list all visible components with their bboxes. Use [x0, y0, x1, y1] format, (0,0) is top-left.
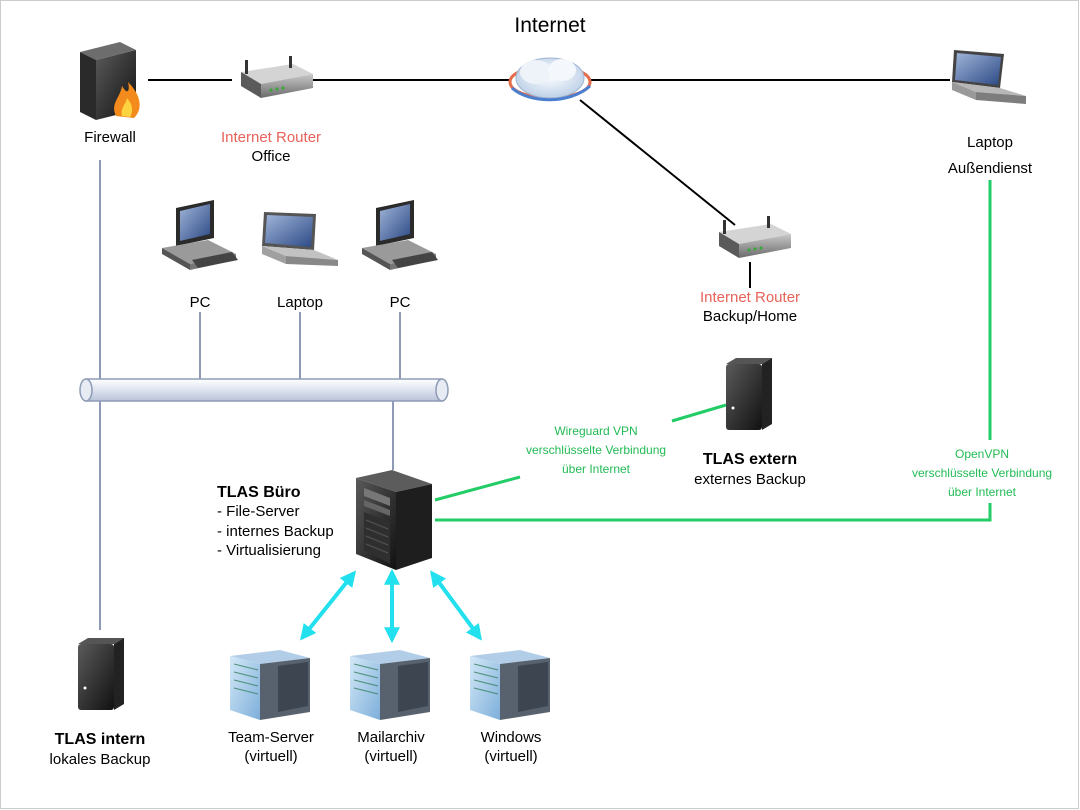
- virtual-links: [300, 568, 482, 644]
- laptop-field-sublabel: Außendienst: [948, 160, 1033, 177]
- laptop-field-label: Laptop: [967, 134, 1013, 151]
- tower-server-icon: [356, 470, 432, 570]
- router-office-label: Internet Router: [221, 129, 321, 146]
- cloud-icon: [508, 57, 592, 102]
- firewall-label: Firewall: [84, 129, 136, 146]
- nas-icon: [78, 638, 124, 710]
- pc2-label: PC: [390, 294, 411, 311]
- arrow-server-windows: [430, 570, 482, 641]
- router-icon: [241, 56, 313, 98]
- router-home-sublabel: Backup/Home: [703, 308, 797, 325]
- lan-backbone: [79, 378, 449, 402]
- vm-windows-label: Windows: [481, 729, 542, 746]
- openvpn-label-1: OpenVPN: [955, 447, 1009, 461]
- router-home-label: Internet Router: [700, 289, 800, 306]
- tlas-buero-line-3: - Virtualisierung: [217, 542, 321, 559]
- internet-title: Internet: [514, 14, 585, 37]
- lan-links: [99, 160, 401, 630]
- virtual-machine-icon: [470, 650, 550, 720]
- link-internet-homerouter: [579, 99, 736, 226]
- nas-icon: [726, 358, 772, 430]
- laptop-icon: [952, 50, 1026, 104]
- vm-mail-sublabel: (virtuell): [364, 748, 417, 765]
- vm-team-sublabel: (virtuell): [244, 748, 297, 765]
- tlas-intern-title: TLAS intern: [55, 731, 146, 748]
- laptop-office-label: Laptop: [277, 294, 323, 311]
- arrow-server-team: [300, 570, 356, 641]
- wireguard-link-a: [434, 475, 521, 502]
- tlas-buero-line-2: - internes Backup: [217, 523, 334, 540]
- vm-team-label: Team-Server: [228, 729, 314, 746]
- vm-windows-sublabel: (virtuell): [484, 748, 537, 765]
- openvpn-link-a: [435, 503, 992, 522]
- tlas-intern-subtitle: lokales Backup: [50, 751, 151, 768]
- vpn-links: [434, 180, 992, 522]
- laptop-icon: [262, 212, 338, 266]
- pc1-label: PC: [190, 294, 211, 311]
- vm-mail-label: Mailarchiv: [357, 729, 425, 746]
- desktop-pc-icon: [362, 200, 438, 270]
- tlas-buero-line-1: - File-Server: [217, 503, 300, 520]
- openvpn-label-3: über Internet: [948, 485, 1017, 499]
- openvpn-label-2: verschlüsselte Verbindung: [912, 466, 1052, 480]
- virtual-machine-icon: [230, 650, 310, 720]
- wireguard-label-1: Wireguard VPN: [554, 424, 637, 438]
- router-icon: [719, 216, 791, 258]
- firewall-icon: [80, 42, 140, 120]
- wireguard-label-3: über Internet: [562, 462, 631, 476]
- wireguard-label-2: verschlüsselte Verbindung: [526, 443, 666, 457]
- virtual-machine-icon: [350, 650, 430, 720]
- tlas-extern-title: TLAS extern: [703, 451, 797, 468]
- desktop-pc-icon: [162, 200, 238, 270]
- internet-links: [148, 79, 950, 288]
- wireguard-link-b: [671, 403, 727, 423]
- tlas-buero-title: TLAS Büro: [217, 484, 301, 501]
- router-office-sublabel: Office: [252, 148, 291, 165]
- tlas-extern-subtitle: externes Backup: [694, 471, 806, 488]
